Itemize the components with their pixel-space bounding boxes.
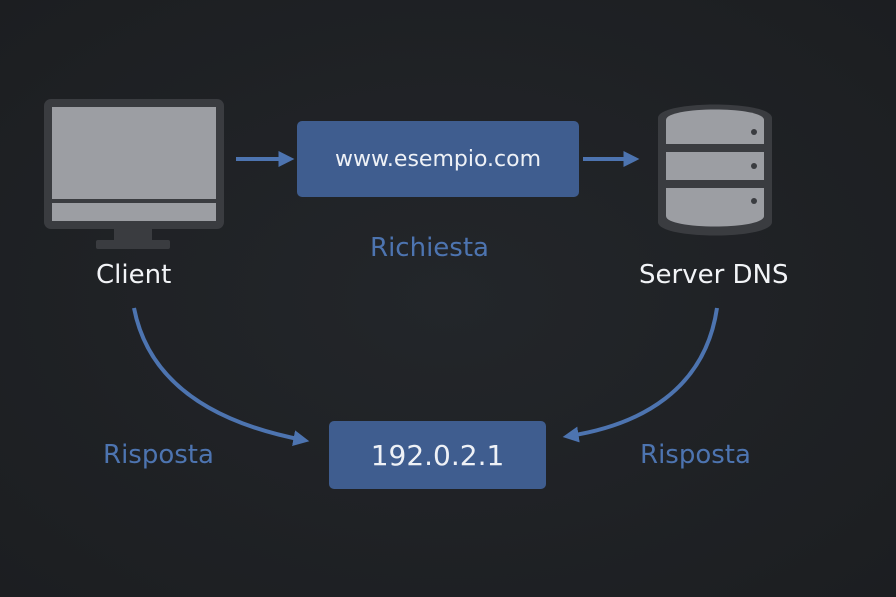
database-icon — [654, 96, 776, 244]
domain-query-text: www.esempio.com — [334, 146, 542, 172]
response-label-left: Risposta — [103, 440, 214, 470]
domain-query-box: www.esempio.com — [297, 121, 579, 197]
response-label-right: Risposta — [640, 440, 751, 470]
request-label: Richiesta — [370, 233, 489, 263]
server-dns-label: Server DNS — [639, 260, 789, 290]
response-arrow-server-to-answer — [562, 307, 719, 443]
monitor-icon — [44, 99, 224, 251]
client-label: Client — [96, 260, 172, 290]
response-arrow-client-to-answer — [132, 307, 310, 447]
ip-answer-box: 192.0.2.1 — [329, 421, 546, 489]
ip-answer-text: 192.0.2.1 — [370, 438, 505, 472]
